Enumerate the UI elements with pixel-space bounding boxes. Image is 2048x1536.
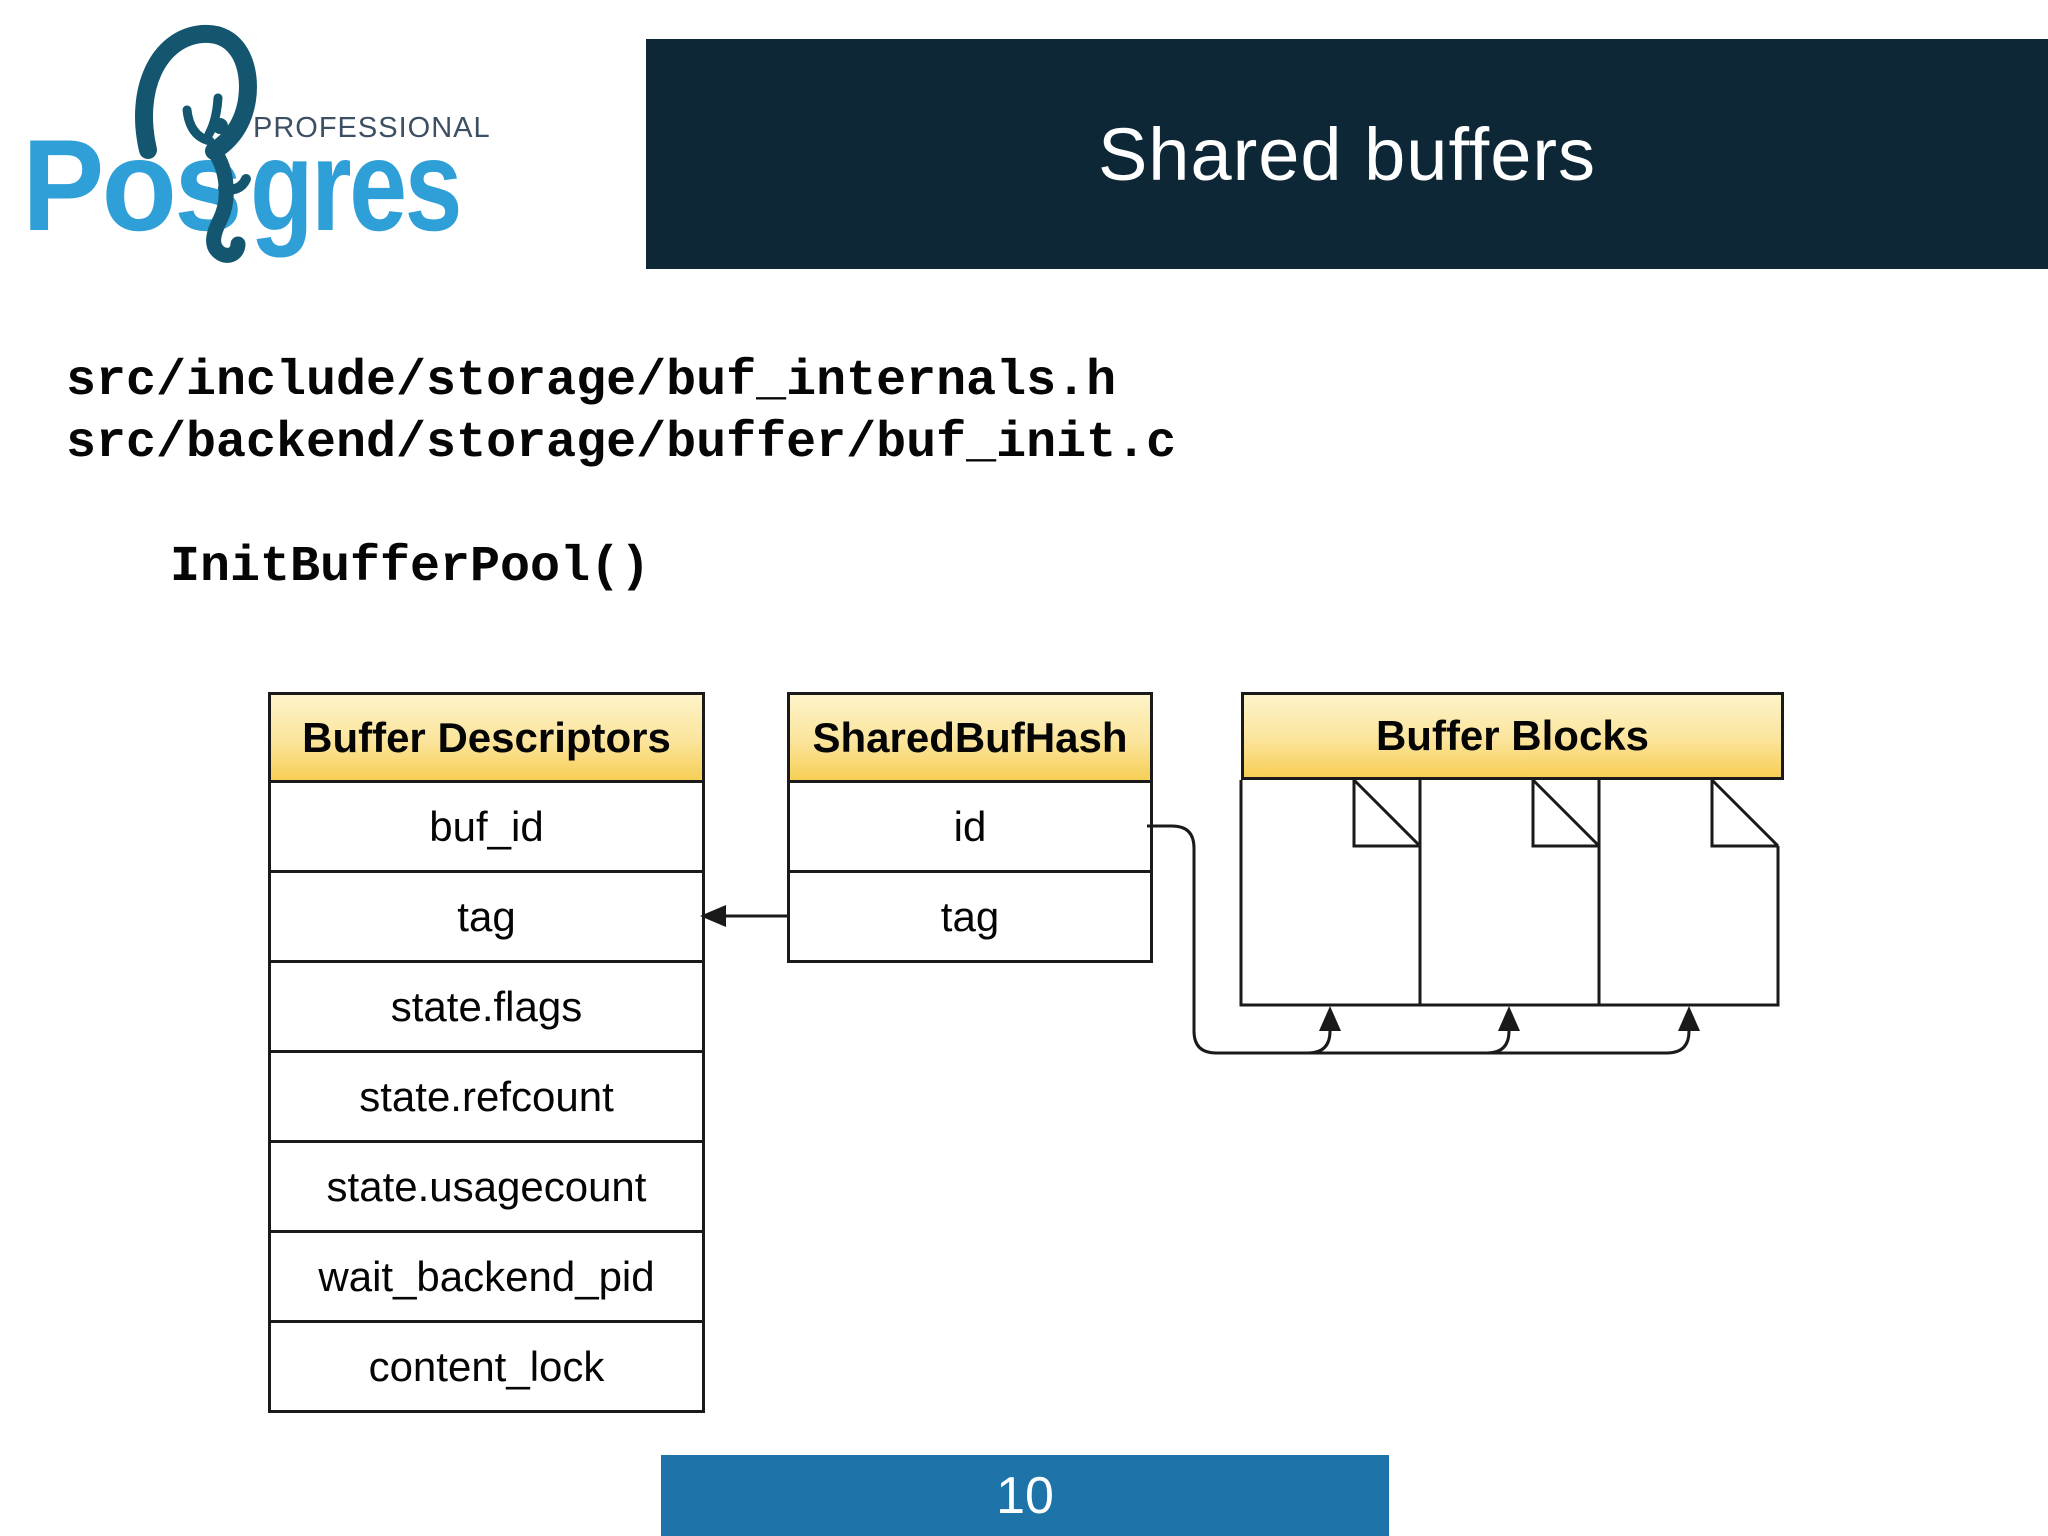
code-path-buf-internals: src/include/storage/buf_internals.h (66, 353, 1117, 410)
shared-buf-hash-title: SharedBufHash (790, 695, 1150, 783)
row-state-flags: state.flags (271, 963, 702, 1053)
page-fold-icon (1531, 778, 1601, 848)
code-path-buf-init: src/backend/storage/buffer/buf_init.c (66, 415, 1177, 472)
logo-text-gres: gres (250, 112, 462, 258)
elephant-icon (135, 24, 257, 263)
row-hash-tag: tag (940, 892, 1000, 940)
row-state-refcount: state.refcount (271, 1053, 702, 1143)
arrow-id-to-blocks (1147, 824, 1700, 1055)
page-number: 10 (996, 1466, 1054, 1525)
row-content-lock: content_lock (368, 1342, 605, 1390)
row-wait-backend-pid: wait_backend_pid (271, 1233, 702, 1323)
row-buf-id: buf_id (271, 783, 702, 873)
buffer-descriptors-title: Buffer Descriptors (271, 695, 702, 783)
row-tag: tag (271, 873, 702, 963)
buffer-descriptors-table: Buffer Descriptors buf_id tag state.flag… (268, 692, 705, 1413)
row-id: id (790, 783, 1150, 873)
page-fold-icon (1710, 778, 1780, 848)
buffer-block-pages (1239, 778, 1780, 1007)
logo-tagline: PROFESSIONAL (253, 112, 491, 144)
buffer-blocks-title: Buffer Blocks (1244, 695, 1781, 777)
buffer-blocks-table: Buffer Blocks (1241, 692, 1784, 780)
row-state-usagecount: state.usagecount (271, 1143, 702, 1233)
page-fold-icon (1352, 778, 1422, 848)
code-init-buffer-pool: InitBufferPool() (170, 539, 651, 596)
shared-buf-hash-table: SharedBufHash id tag (787, 692, 1153, 963)
slide-title: Shared buffers (1097, 112, 1597, 196)
arrow-tag-link (700, 905, 787, 927)
page-number-bar: 10 (661, 1455, 1389, 1536)
title-bar: Shared buffers (646, 39, 2048, 269)
